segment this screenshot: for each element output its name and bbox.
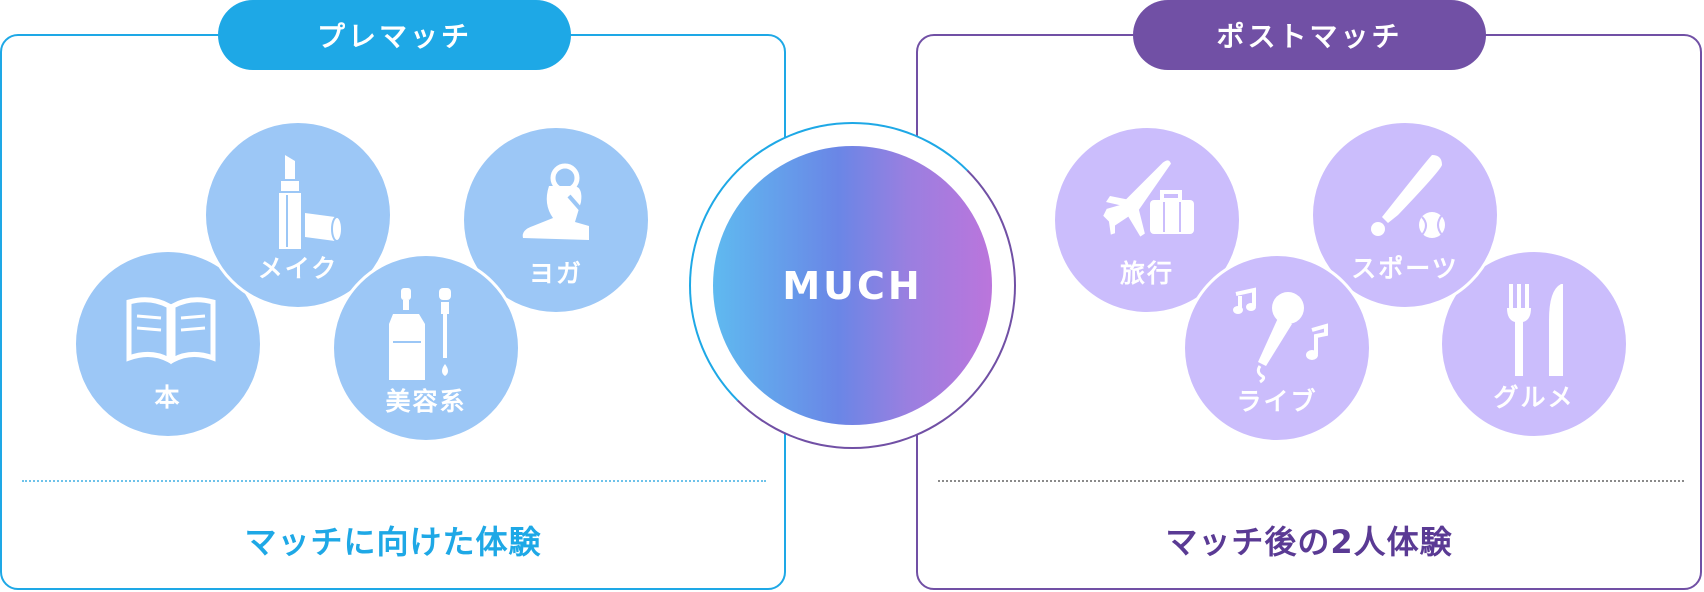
- pre-match-caption: マッチに向けた体験: [244, 523, 542, 561]
- baseball-bat-icon: [1371, 155, 1445, 238]
- bubble-label-makeup: メイク: [257, 254, 339, 283]
- bubble-live: ライブ: [1182, 253, 1372, 443]
- bubble-yoga: ヨガ: [461, 125, 651, 315]
- post-divider: [938, 480, 1684, 482]
- fork-knife-icon: [1507, 284, 1563, 376]
- pre-divider: [22, 480, 766, 482]
- microphone-notes-icon: [1233, 287, 1328, 384]
- bubble-label-yoga: ヨガ: [528, 259, 583, 288]
- bubble-beauty: 美容系: [331, 253, 521, 443]
- bubble-label-beauty: 美容系: [385, 387, 467, 416]
- bubble-label-live: ライブ: [1236, 387, 1318, 416]
- bubble-label-gourmet: グルメ: [1493, 383, 1575, 412]
- book-icon: [126, 297, 216, 365]
- post-match-tab: ポストマッチ: [1133, 0, 1486, 70]
- lipstick-icon: [279, 155, 343, 249]
- airplane-luggage-icon: [1100, 158, 1194, 240]
- center-much-circle: MUCH: [713, 146, 992, 425]
- bubble-label-sports: スポーツ: [1351, 254, 1459, 283]
- bubble-makeup: メイク: [203, 120, 393, 310]
- yoga-pose-icon: [522, 163, 589, 240]
- bubble-label-book: 本: [154, 383, 182, 412]
- serum-bottle-icon: [389, 288, 451, 380]
- bubble-label-travel: 旅行: [1119, 259, 1174, 288]
- pre-match-tab: プレマッチ: [218, 0, 571, 70]
- post-match-caption: マッチ後の2人体験: [1165, 523, 1453, 561]
